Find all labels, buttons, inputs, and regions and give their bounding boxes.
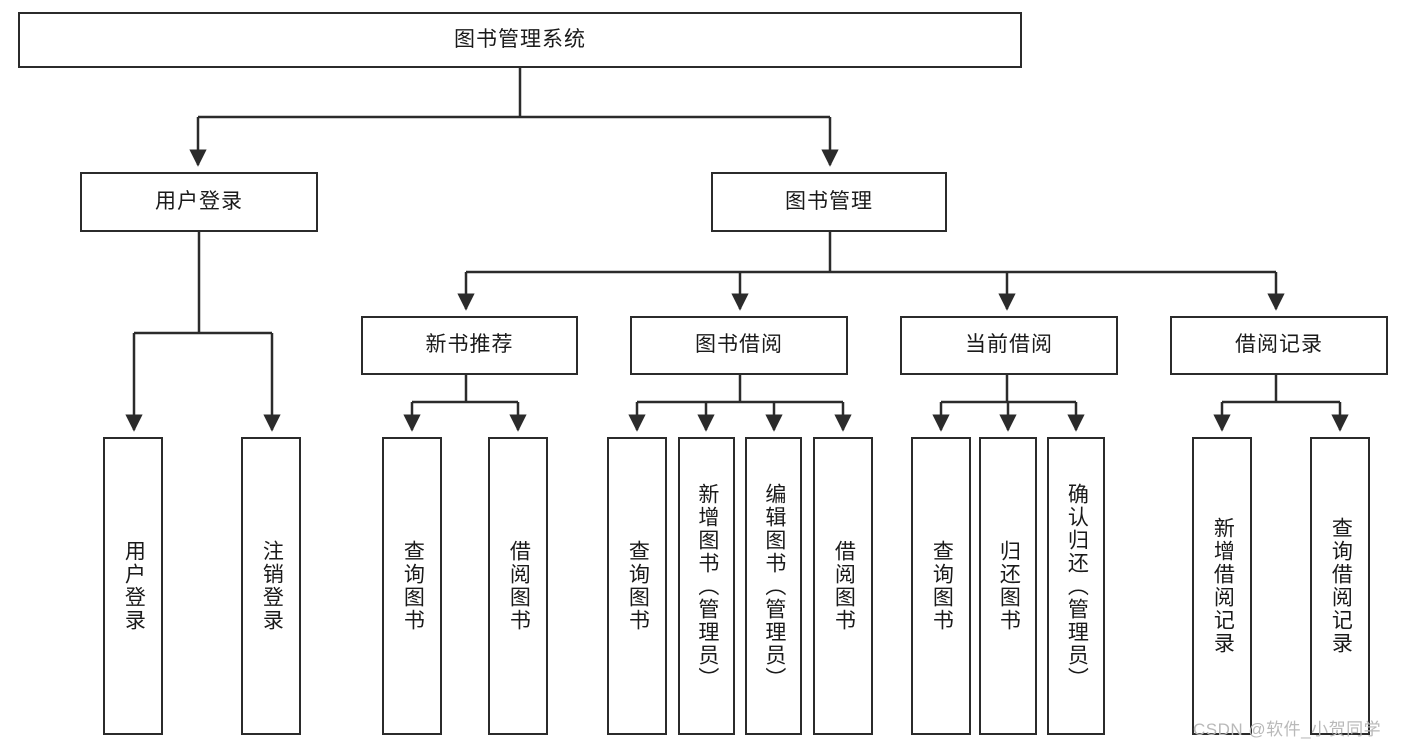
csdn-watermark: CSDN @软件_小贺同学 [1193, 720, 1382, 739]
leaf-borrow-record-add-record[interactable]: 新增借阅记录 [1192, 437, 1252, 735]
node-label: 用户登录 [122, 540, 146, 632]
node-book-management[interactable]: 图书管理 [711, 172, 947, 232]
leaf-new-book-query-book[interactable]: 查询图书 [382, 437, 442, 735]
node-book-borrow[interactable]: 图书借阅 [630, 316, 848, 375]
node-label: 借阅记录 [1235, 333, 1323, 357]
node-label: 当前借阅 [965, 333, 1053, 357]
node-label: 新增借阅记录 [1211, 517, 1235, 655]
node-label: 借阅图书 [832, 540, 856, 632]
node-label: 新书推荐 [425, 333, 514, 357]
node-root-book-management-system[interactable]: 图书管理系统 [18, 12, 1022, 68]
node-new-book-recommend[interactable]: 新书推荐 [361, 316, 578, 375]
node-label: 图书管理系统 [454, 27, 586, 51]
node-label: 查询借阅记录 [1329, 517, 1353, 655]
leaf-current-borrow-query-book[interactable]: 查询图书 [911, 437, 971, 735]
leaf-current-borrow-confirm-return-admin[interactable]: 确认归还（管理员） [1047, 437, 1105, 735]
node-current-borrow[interactable]: 当前借阅 [900, 316, 1118, 375]
node-label: 确认归还（管理员） [1065, 482, 1089, 690]
node-label: 查询图书 [401, 540, 425, 632]
leaf-book-borrow-edit-book-admin[interactable]: 编辑图书（管理员） [745, 437, 802, 735]
node-label: 归还图书 [997, 540, 1021, 632]
leaf-user-login-logout[interactable]: 注销登录 [241, 437, 301, 735]
leaf-book-borrow-query-book[interactable]: 查询图书 [607, 437, 667, 735]
node-label: 查询图书 [930, 540, 954, 632]
node-label: 注销登录 [260, 540, 284, 632]
leaf-book-borrow-borrow-book[interactable]: 借阅图书 [813, 437, 873, 735]
leaf-book-borrow-add-book-admin[interactable]: 新增图书（管理员） [678, 437, 735, 735]
leaf-user-login-login[interactable]: 用户登录 [103, 437, 163, 735]
node-borrow-record[interactable]: 借阅记录 [1170, 316, 1388, 375]
node-label: 图书管理 [785, 189, 873, 213]
leaf-borrow-record-query-record[interactable]: 查询借阅记录 [1310, 437, 1370, 735]
node-label: 借阅图书 [507, 540, 531, 632]
node-label: 编辑图书（管理员） [762, 482, 786, 690]
leaf-new-book-borrow-book[interactable]: 借阅图书 [488, 437, 548, 735]
node-user-login[interactable]: 用户登录 [80, 172, 318, 232]
leaf-current-borrow-return-book[interactable]: 归还图书 [979, 437, 1037, 735]
node-label: 新增图书（管理员） [695, 482, 719, 690]
node-label: 图书借阅 [695, 333, 783, 357]
node-label: 用户登录 [155, 189, 243, 213]
node-label: 查询图书 [626, 540, 650, 632]
